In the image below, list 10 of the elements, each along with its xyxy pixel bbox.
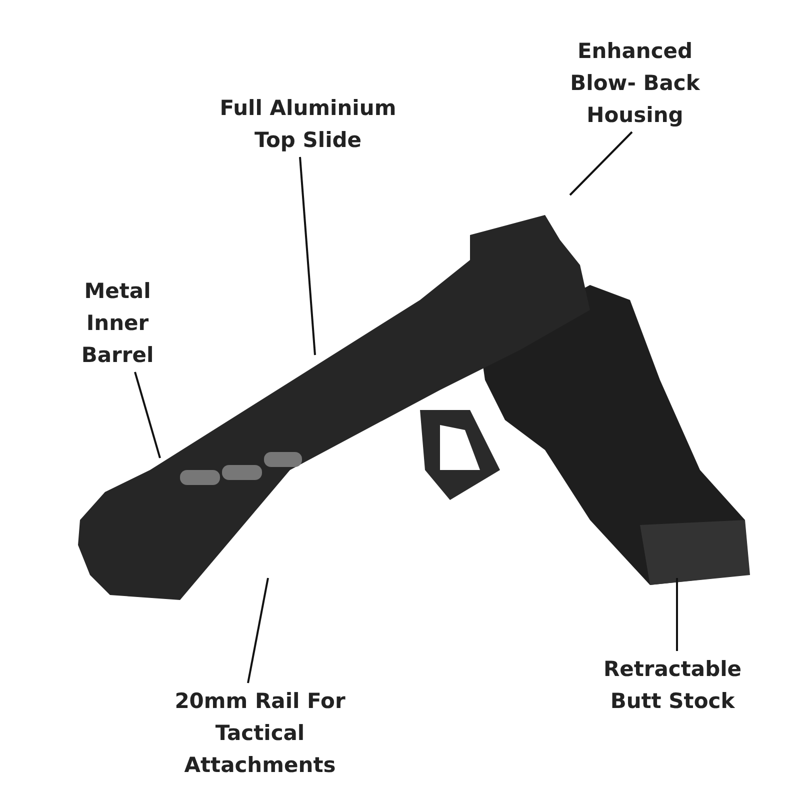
leader-line — [569, 131, 633, 196]
callout-label: Retractable Butt Stock — [575, 653, 770, 717]
leader-line — [676, 578, 678, 651]
leader-line — [247, 578, 269, 684]
leader-line — [299, 156, 316, 356]
callout-label: Metal Inner Barrel — [50, 275, 185, 371]
callout-label: Enhanced Blow- Back Housing — [555, 35, 715, 131]
callout-label: Full Aluminium Top Slide — [200, 92, 416, 156]
leader-line — [134, 372, 161, 458]
callout-label: 20mm Rail For Tactical Attachments — [160, 685, 360, 781]
